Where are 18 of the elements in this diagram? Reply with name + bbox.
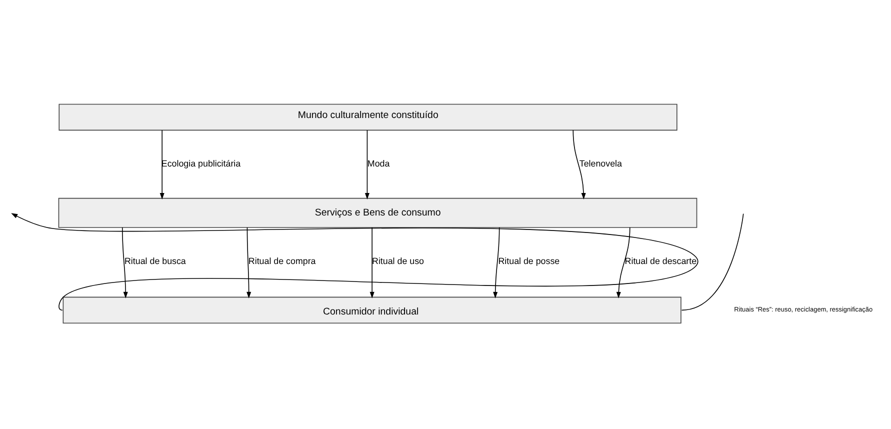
edge-label: Ritual de posse [498, 256, 560, 266]
edge-label: Ritual de descarte [624, 256, 697, 266]
edge-label: Ritual de busca [124, 256, 186, 266]
connector [681, 213, 744, 311]
edge-label: Telenovela [579, 158, 622, 169]
edge-label: Moda [367, 158, 390, 169]
edge-label: Ritual de uso [372, 256, 424, 266]
arrow [122, 227, 128, 298]
arrow [370, 227, 374, 298]
edge-label: Ecologia publicitária [161, 158, 241, 169]
arrow [616, 227, 630, 298]
arrow [493, 227, 500, 298]
arrow [246, 227, 252, 298]
edge-label: Ritual de compra [248, 256, 316, 266]
arrow [11, 213, 698, 311]
arrow [364, 130, 370, 200]
arrow [572, 130, 586, 200]
arrow [160, 130, 164, 200]
